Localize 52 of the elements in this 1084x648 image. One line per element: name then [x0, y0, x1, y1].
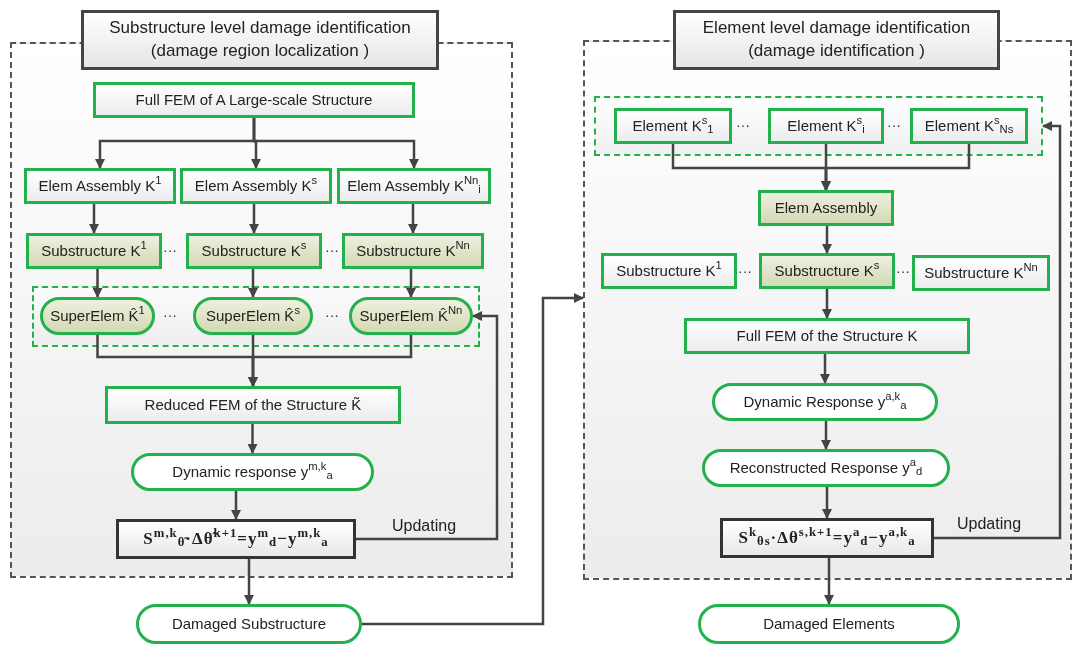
arrow [821, 421, 831, 450]
arrow [408, 204, 418, 234]
process-box: Full FEM of A Large-scale Structure [93, 82, 415, 118]
arrow [362, 293, 584, 626]
arrow [934, 121, 1062, 540]
process-box: Substructure K$^{s}$ [759, 253, 895, 289]
process-box: Substructure K$^{Nn}$ [912, 255, 1050, 291]
arrow [244, 559, 254, 605]
process-box: Elem Assembly K$^{1}$ [24, 168, 176, 204]
arrow [249, 204, 259, 234]
ellipsis: ··· [896, 262, 910, 281]
ellipsis: ··· [736, 116, 750, 135]
arrow [92, 269, 103, 298]
process-box: Elem Assembly [758, 190, 894, 226]
arrow [248, 335, 413, 387]
arrow [89, 204, 99, 234]
arrow [820, 354, 830, 384]
arrow [248, 269, 258, 298]
dashed-group [594, 96, 1043, 156]
dashed-group [32, 286, 480, 347]
panel-heading: Substructure level damage identification (damage region localization ) [81, 10, 439, 70]
rounded-box: SuperElem K̂$^{1}$ [40, 297, 155, 335]
ellipsis: ··· [325, 241, 339, 260]
arrow [231, 491, 241, 520]
process-box: Elem Assembly K$^{s}$ [180, 168, 332, 204]
process-box: Substructure K$^{1}$ [601, 253, 737, 289]
arrow [821, 144, 971, 191]
process-box: Substructure K$^{s}$ [186, 233, 322, 269]
rounded-box: SuperElem K̂$^{s}$ [193, 297, 313, 335]
arrow [822, 226, 832, 254]
ellipsis: ··· [325, 306, 339, 325]
terminal-box: Damaged Elements [698, 604, 960, 644]
ellipsis: ··· [163, 306, 177, 325]
arrow [356, 311, 499, 541]
terminal-box: Damaged Substructure [136, 604, 362, 644]
rounded-box: SuperElem K̂$^{Nn}$ [349, 297, 473, 335]
ellipsis: ··· [163, 241, 177, 260]
arrow [252, 118, 419, 169]
edge-label: Updating [392, 516, 457, 536]
arrow [247, 424, 258, 454]
panel-heading: Element level damage identification (damage identification ) [673, 10, 1000, 70]
arrow [406, 269, 416, 298]
process-box: Full FEM of the Structure K [684, 318, 970, 354]
arrow [824, 558, 834, 605]
arrow [822, 289, 832, 319]
ellipsis: ··· [887, 116, 901, 135]
process-box: Substructure K$^{Nn}$ [342, 233, 484, 269]
edge-label: Updating [957, 514, 1022, 534]
process-box: Reduced FEM of the Structure K̃ [105, 386, 401, 424]
process-box: Substructure K$^{1}$ [26, 233, 162, 269]
ellipsis: ··· [738, 262, 752, 281]
arrow [822, 487, 832, 519]
